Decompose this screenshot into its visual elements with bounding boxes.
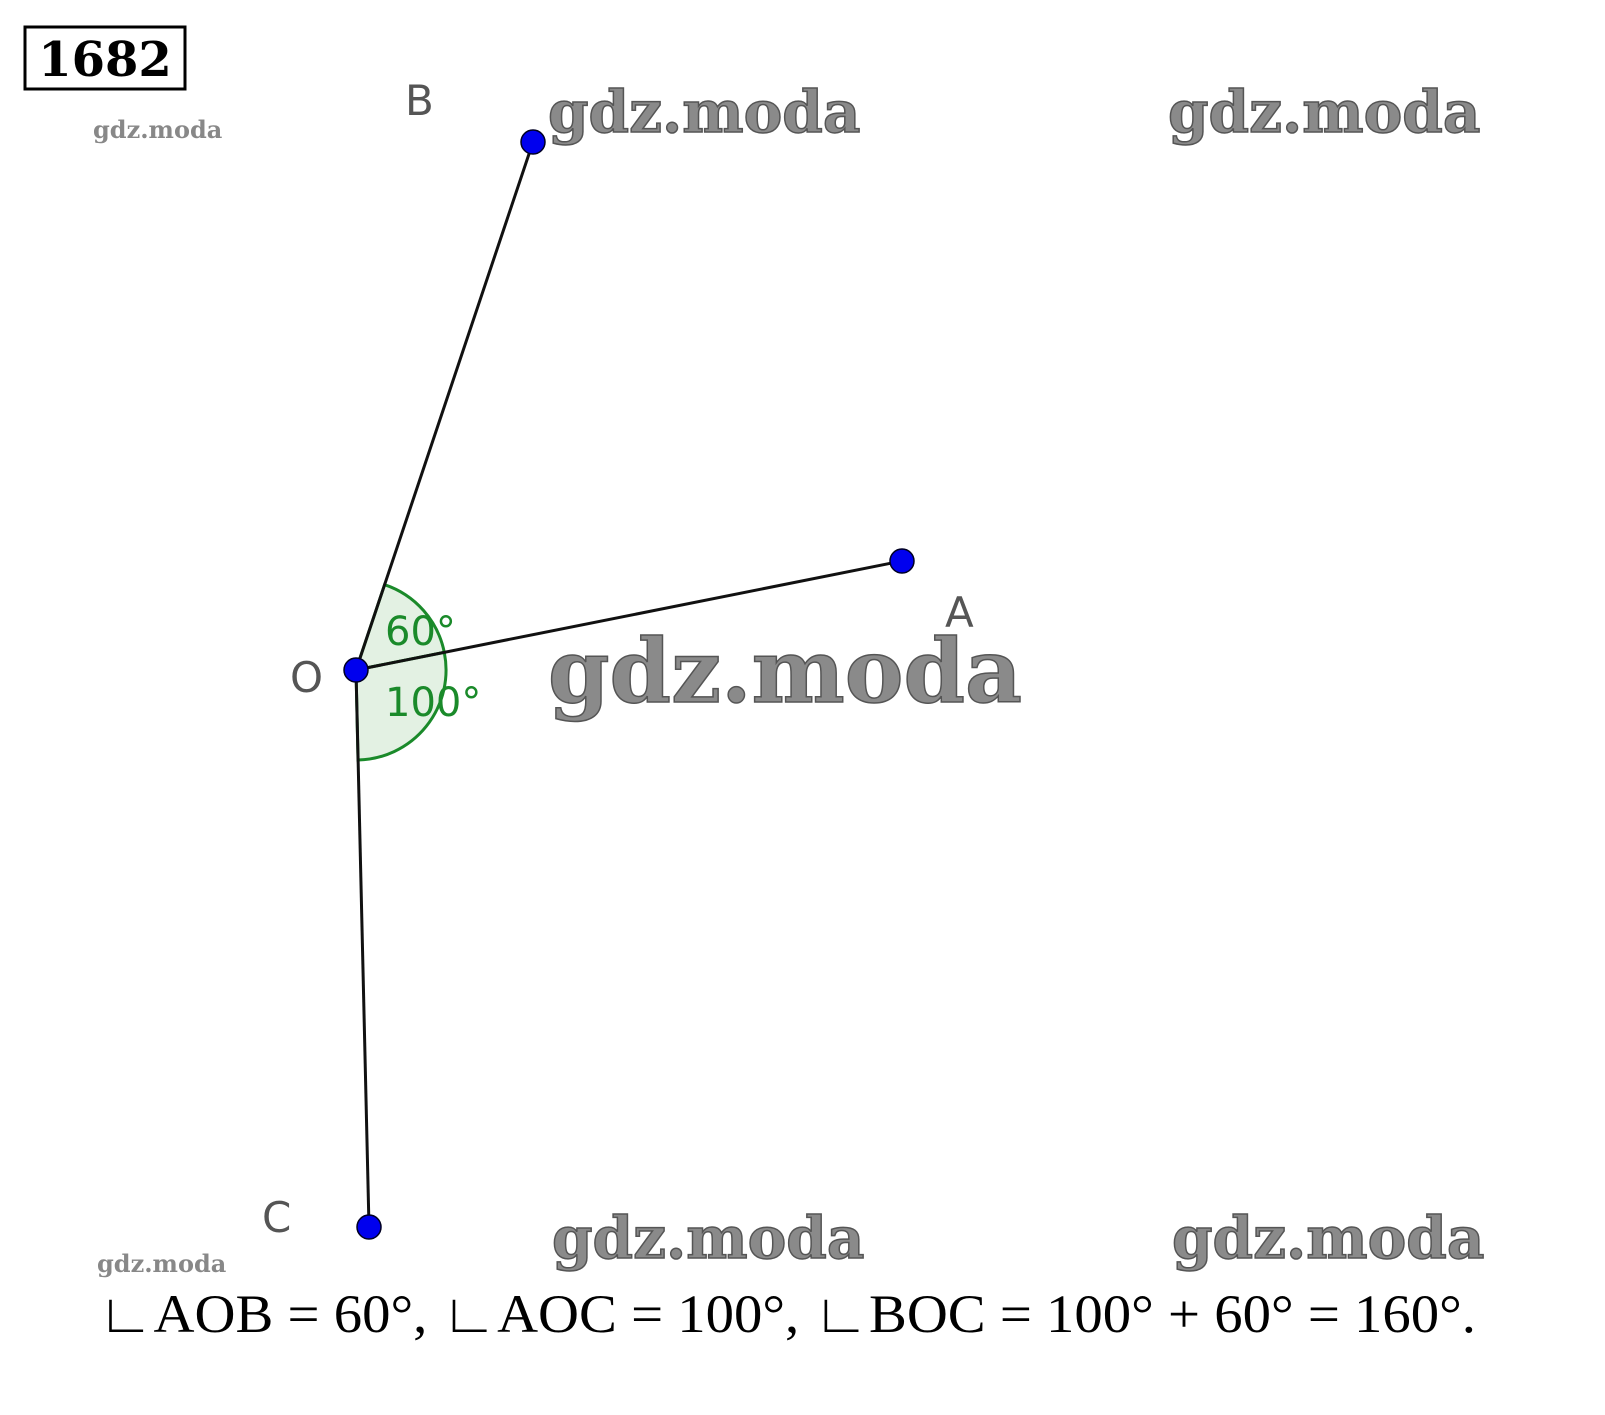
angle-aoc-label: 100° — [385, 680, 481, 726]
point-a — [889, 548, 915, 574]
segment-oa — [355, 559, 903, 672]
watermark: gdz.moda — [93, 115, 222, 144]
problem-number: 1682 — [38, 32, 172, 88]
solution-equation: ∟AOB = 60°, ∟AOC = 100°, ∟BOC = 100° + 6… — [98, 1284, 1476, 1344]
point-c — [356, 1214, 382, 1240]
watermark: gdz.moda — [552, 1204, 864, 1272]
label-c: C — [262, 1193, 291, 1242]
watermark: gdz.moda — [548, 78, 860, 146]
watermark: gdz.moda — [97, 1249, 226, 1278]
angle-aob-label: 60° — [385, 609, 456, 655]
watermark: gdz.moda — [548, 619, 1022, 723]
watermark: gdz.moda — [1168, 78, 1480, 146]
segment-ob — [354, 141, 535, 671]
label-a: A — [945, 588, 974, 637]
angle-aoc-sector — [354, 650, 448, 762]
point-o — [343, 657, 369, 683]
watermark: gdz.moda — [1172, 1204, 1484, 1272]
label-o: O — [290, 653, 323, 702]
problem-number-box — [23, 25, 187, 91]
point-b — [520, 129, 546, 155]
label-b: B — [405, 76, 434, 125]
segment-oc — [354, 669, 371, 1228]
